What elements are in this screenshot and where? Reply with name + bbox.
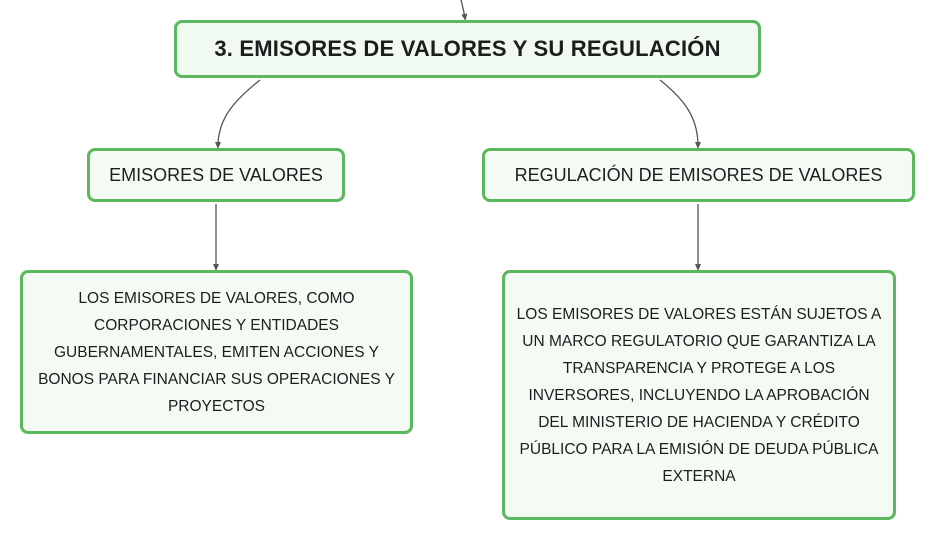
subtopic-regulacion-label: REGULACIÓN DE EMISORES DE VALORES [514,164,883,185]
connector-main-to-right [659,79,701,149]
connector-main-to-left [215,79,261,149]
main-topic-title: 3. EMISORES DE VALORES Y SU REGULACIÓN [214,36,721,61]
connector-parent-to-main [460,0,468,21]
detail-regulacion-text: LOS EMISORES DE VALORES ESTÁN SUJETOS A … [516,305,882,485]
detail-emisores-node[interactable]: LOS EMISORES DE VALORES, COMO CORPORACIO… [20,270,413,434]
main-topic-node[interactable]: 3. EMISORES DE VALORES Y SU REGULACIÓN [174,20,761,78]
detail-emisores-text: LOS EMISORES DE VALORES, COMO CORPORACIO… [38,289,395,415]
detail-regulacion-node[interactable]: LOS EMISORES DE VALORES ESTÁN SUJETOS A … [502,270,896,520]
subtopic-emisores-node[interactable]: EMISORES DE VALORES [87,148,345,202]
subtopic-regulacion-node[interactable]: REGULACIÓN DE EMISORES DE VALORES [482,148,915,202]
subtopic-emisores-label: EMISORES DE VALORES [109,164,323,185]
